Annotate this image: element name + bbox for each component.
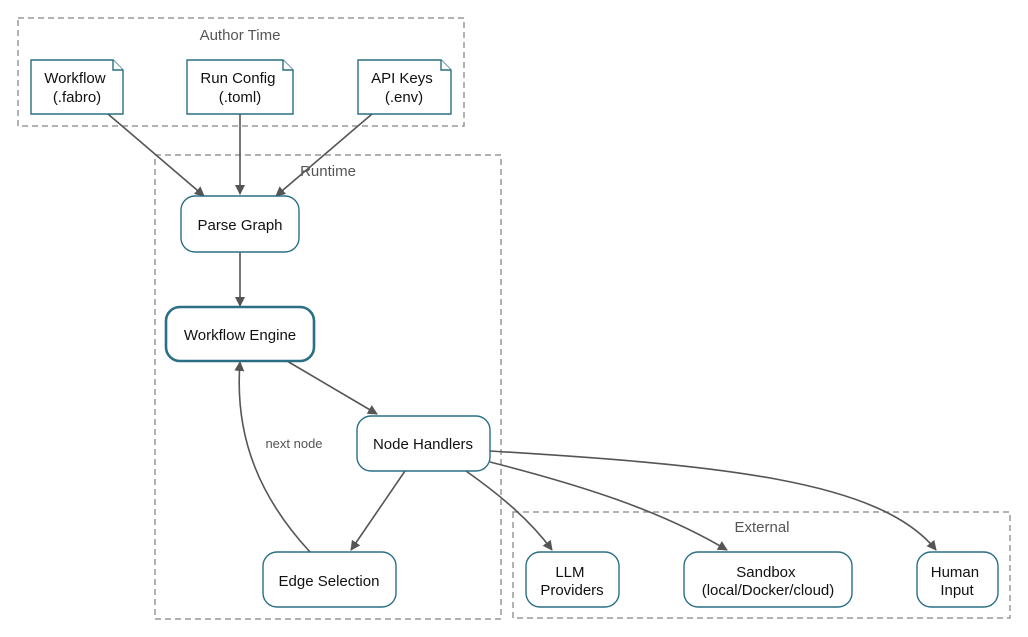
edge-workflow-to-parse [107,113,205,197]
cluster-external-label: External [734,519,789,536]
cluster-author-time-label: Author Time [200,27,281,44]
node-workflow-file-line2: (.fabro) [53,89,101,106]
node-parse-graph-label: Parse Graph [197,217,282,234]
node-node-handlers-label: Node Handlers [373,436,473,453]
node-api-keys: API Keys (.env) [357,59,452,115]
cluster-external: External [512,511,1011,619]
svg-text:Run Config (.toml): Run Config (.toml) [200,70,279,106]
node-edge-selection: Edge Selection [262,551,397,608]
edge-engine-to-handlers [286,360,378,415]
edge-handlers-to-llm [465,470,553,551]
node-edge-selection-label: Edge Selection [279,573,380,590]
cluster-runtime: Runtime [154,154,502,620]
node-workflow-engine-label: Workflow Engine [184,327,296,344]
node-llm-providers-line2: Providers [540,582,603,599]
cluster-author-time: Author Time [17,17,465,127]
node-parse-graph: Parse Graph [180,195,300,253]
edge-edgeselection-to-engine [234,361,311,553]
node-api-keys-line1: API Keys [371,70,433,87]
node-run-config-line1: Run Config [200,70,275,87]
node-human-input-line1: Human [931,564,979,581]
node-workflow-engine: Workflow Engine [164,305,316,363]
edge-apikeys-to-parse [275,113,373,197]
node-sandbox-line2: (local/Docker/cloud) [702,582,835,599]
edge-handlers-to-human [489,450,937,551]
node-human-input-line2: Input [940,582,974,599]
svg-text:Human Input: Human Input [931,564,984,599]
node-llm-providers: LLM Providers [525,551,620,608]
svg-text:LLM Providers: LLM Providers [540,564,603,599]
node-api-keys-line2: (.env) [385,89,423,106]
edges: next node [107,113,937,553]
node-sandbox: Sandbox (local/Docker/cloud) [683,551,853,608]
edge-handlers-to-edgeselection [350,470,406,551]
node-human-input: Human Input [916,551,999,608]
node-llm-providers-line1: LLM [555,564,584,581]
cluster-runtime-label: Runtime [300,163,356,180]
edge-label-next-node: next node [265,436,322,451]
edge-handlers-to-sandbox [489,461,728,551]
node-run-config-line2: (.toml) [219,89,262,106]
node-node-handlers: Node Handlers [356,415,491,472]
svg-text:Workflow (.fabro): Workflow (.fabro) [44,70,110,106]
node-run-config: Run Config (.toml) [186,59,294,115]
node-sandbox-line1: Sandbox [736,564,796,581]
svg-text:Sandbox (local/Docker/cl: Sandbox (local/Docker/cloud) [702,564,835,599]
svg-text:API Keys (.env): API Keys (.env) [371,70,437,106]
node-workflow-file-line1: Workflow [44,70,106,87]
node-workflow-file: Workflow (.fabro) [30,59,124,115]
